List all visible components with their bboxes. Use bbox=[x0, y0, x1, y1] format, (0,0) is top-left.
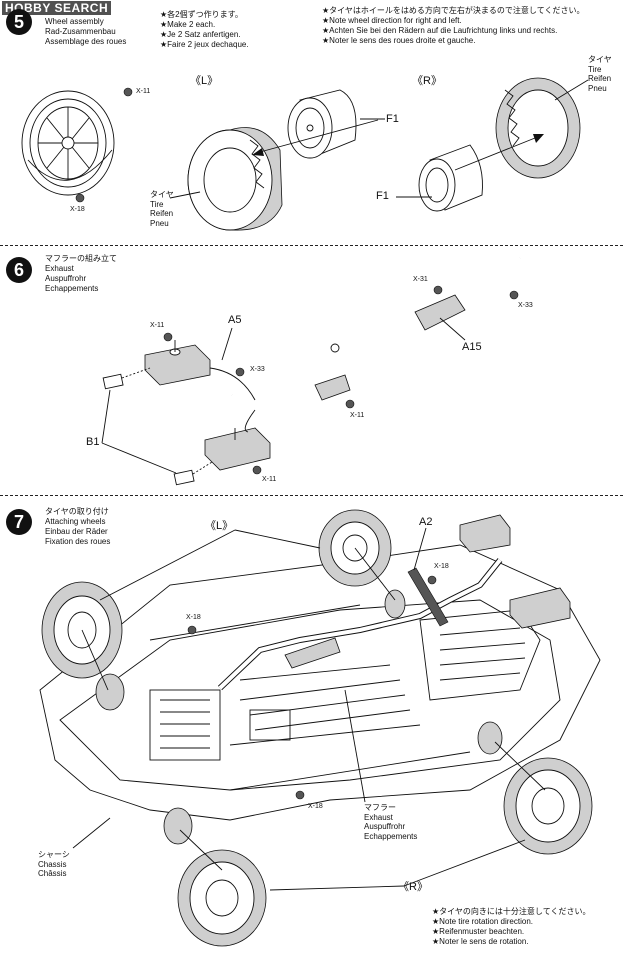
label-part-a15: A15 bbox=[462, 341, 482, 353]
label-tire-right: タイヤ Tire Reifen Pneu bbox=[588, 55, 612, 93]
label-x11: X-11 bbox=[150, 322, 165, 329]
label-x11: X-11 bbox=[262, 476, 277, 483]
screw-x18-icon bbox=[187, 625, 197, 635]
screw-x18-icon bbox=[295, 790, 305, 800]
front-right-tire-drawing bbox=[177, 849, 267, 947]
section-divider bbox=[0, 245, 623, 246]
label-part-a2: A2 bbox=[419, 516, 433, 528]
label-x18: X-18 bbox=[308, 803, 323, 810]
section-divider bbox=[0, 495, 623, 496]
step-6-number: 6 bbox=[6, 257, 32, 283]
screw-x11-icon bbox=[252, 465, 262, 475]
screw-x11-icon bbox=[123, 87, 133, 97]
label-x33: X-33 bbox=[250, 366, 265, 373]
screw-x33-icon bbox=[509, 290, 519, 300]
label-x11: X-11 bbox=[136, 88, 151, 95]
label-x11: X-11 bbox=[350, 412, 365, 419]
step-5-direction-note: ★タイヤはホイールをはめる方向で左右が決まるので注意してください。 ★Note … bbox=[322, 6, 585, 45]
step-7-number: 7 bbox=[6, 509, 32, 535]
screw-x18-icon bbox=[75, 193, 85, 203]
label-muffler: マフラー Exhaust Auspuffrohr Echappements bbox=[364, 803, 418, 841]
screw-x31-icon bbox=[433, 285, 443, 295]
screw-x18-icon bbox=[427, 575, 437, 585]
rotation-note: ★タイヤの向きには十分注意してください。 ★Note tire rotation… bbox=[432, 907, 591, 946]
wheel-assembled-drawing bbox=[21, 90, 115, 196]
label-part-f1-left: F1 bbox=[386, 113, 399, 125]
screw-x33-icon bbox=[235, 367, 245, 377]
label-x18: X-18 bbox=[70, 206, 85, 213]
chassis-drawing bbox=[39, 514, 601, 845]
label-x18: X-18 bbox=[434, 563, 449, 570]
left-wheel-drawing bbox=[287, 89, 357, 159]
label-left-side: 《L》 bbox=[190, 75, 219, 87]
step-6-title: マフラーの組み立て Exhaust Auspuffrohr Echappemen… bbox=[45, 254, 117, 293]
label-x31: X-31 bbox=[413, 276, 428, 283]
label-left-side: 《L》 bbox=[205, 520, 234, 532]
label-x18: X-18 bbox=[186, 614, 201, 621]
label-right-side: 《R》 bbox=[412, 75, 442, 87]
label-chassis: シャーシ Chassis Châssis bbox=[38, 850, 70, 878]
right-tire-drawing bbox=[495, 77, 581, 179]
exhaust-drawing bbox=[101, 256, 521, 486]
step-7-title: タイヤの取り付け Attaching wheels Einbau der Räd… bbox=[45, 507, 111, 546]
step-5-make-note: ★各2個ずつ作ります。 ★Make 2 each. ★Je 2 Satz anf… bbox=[160, 10, 249, 49]
label-part-f1-right: F1 bbox=[376, 190, 389, 202]
label-part-a5: A5 bbox=[228, 314, 242, 326]
label-part-b1: B1 bbox=[86, 436, 100, 448]
label-tire-left: タイヤ Tire Reifen Pneu bbox=[150, 190, 174, 228]
step-5-number: 5 bbox=[6, 9, 32, 35]
right-rim-drawing bbox=[418, 144, 483, 212]
label-right-side: 《R》 bbox=[398, 881, 428, 893]
rear-right-tire-drawing bbox=[503, 757, 593, 855]
step-5-title: Wheel assembly Rad-Zusammenbau Assemblag… bbox=[45, 17, 127, 46]
screw-x11-icon bbox=[345, 399, 355, 409]
watermark-logo: HOBBY SEARCH bbox=[2, 1, 112, 15]
left-tire-drawing bbox=[187, 127, 283, 231]
label-x33: X-33 bbox=[518, 302, 533, 309]
screw-x11-icon bbox=[163, 332, 173, 342]
